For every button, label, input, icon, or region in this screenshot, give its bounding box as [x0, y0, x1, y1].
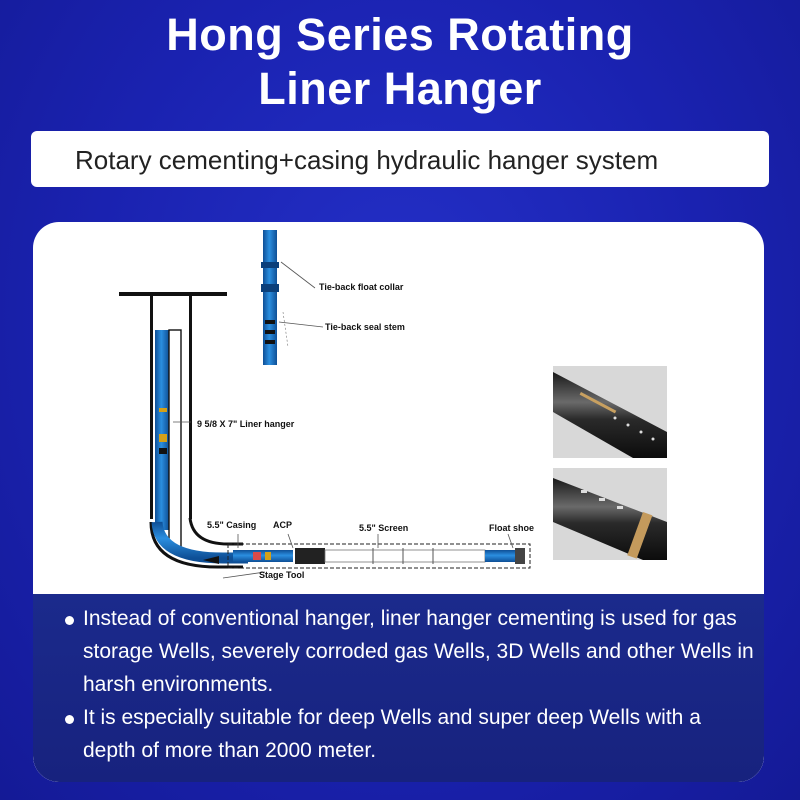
title-line-1: Hong Series Rotating [166, 9, 634, 60]
curved-casing [149, 517, 248, 569]
label-liner-hanger: 9 5/8 X 7" Liner hanger [197, 419, 295, 429]
well-diagram: Tie-back float collar Tie-back seal stem… [119, 230, 667, 580]
wellhead [119, 292, 227, 519]
label-tieback-float-collar: Tie-back float collar [319, 282, 404, 292]
bullet-text-2: It is especially suitable for deep Wells… [83, 706, 701, 762]
title-line-2: Liner Hanger [258, 63, 542, 114]
content-panel: Tie-back float collar Tie-back seal stem… [33, 222, 764, 782]
subtitle-text: Rotary cementing+casing hydraulic hanger… [75, 145, 659, 175]
label-casing: 5.5" Casing [207, 520, 256, 530]
page-title: Hong Series Rotating Liner Hanger [0, 8, 800, 116]
label-stage-tool: Stage Tool [259, 570, 304, 580]
tieback-tool [261, 230, 324, 365]
tool-photo-bottom [553, 468, 667, 560]
bullet-dot-icon [65, 616, 74, 625]
label-acp: ACP [273, 520, 292, 530]
horizontal-section [222, 533, 531, 579]
bullet-dot-icon [65, 715, 74, 724]
liner-string [155, 329, 191, 551]
label-screen: 5.5" Screen [359, 523, 408, 533]
tool-photo-top [553, 366, 667, 458]
subtitle-banner: Rotary cementing+casing hydraulic hanger… [31, 131, 769, 187]
label-tieback-seal-stem: Tie-back seal stem [325, 322, 405, 332]
bullet-panel: Instead of conventional hanger, liner ha… [33, 594, 764, 782]
bullet-text-1: Instead of conventional hanger, liner ha… [83, 607, 754, 696]
label-float-shoe: Float shoe [489, 523, 534, 533]
